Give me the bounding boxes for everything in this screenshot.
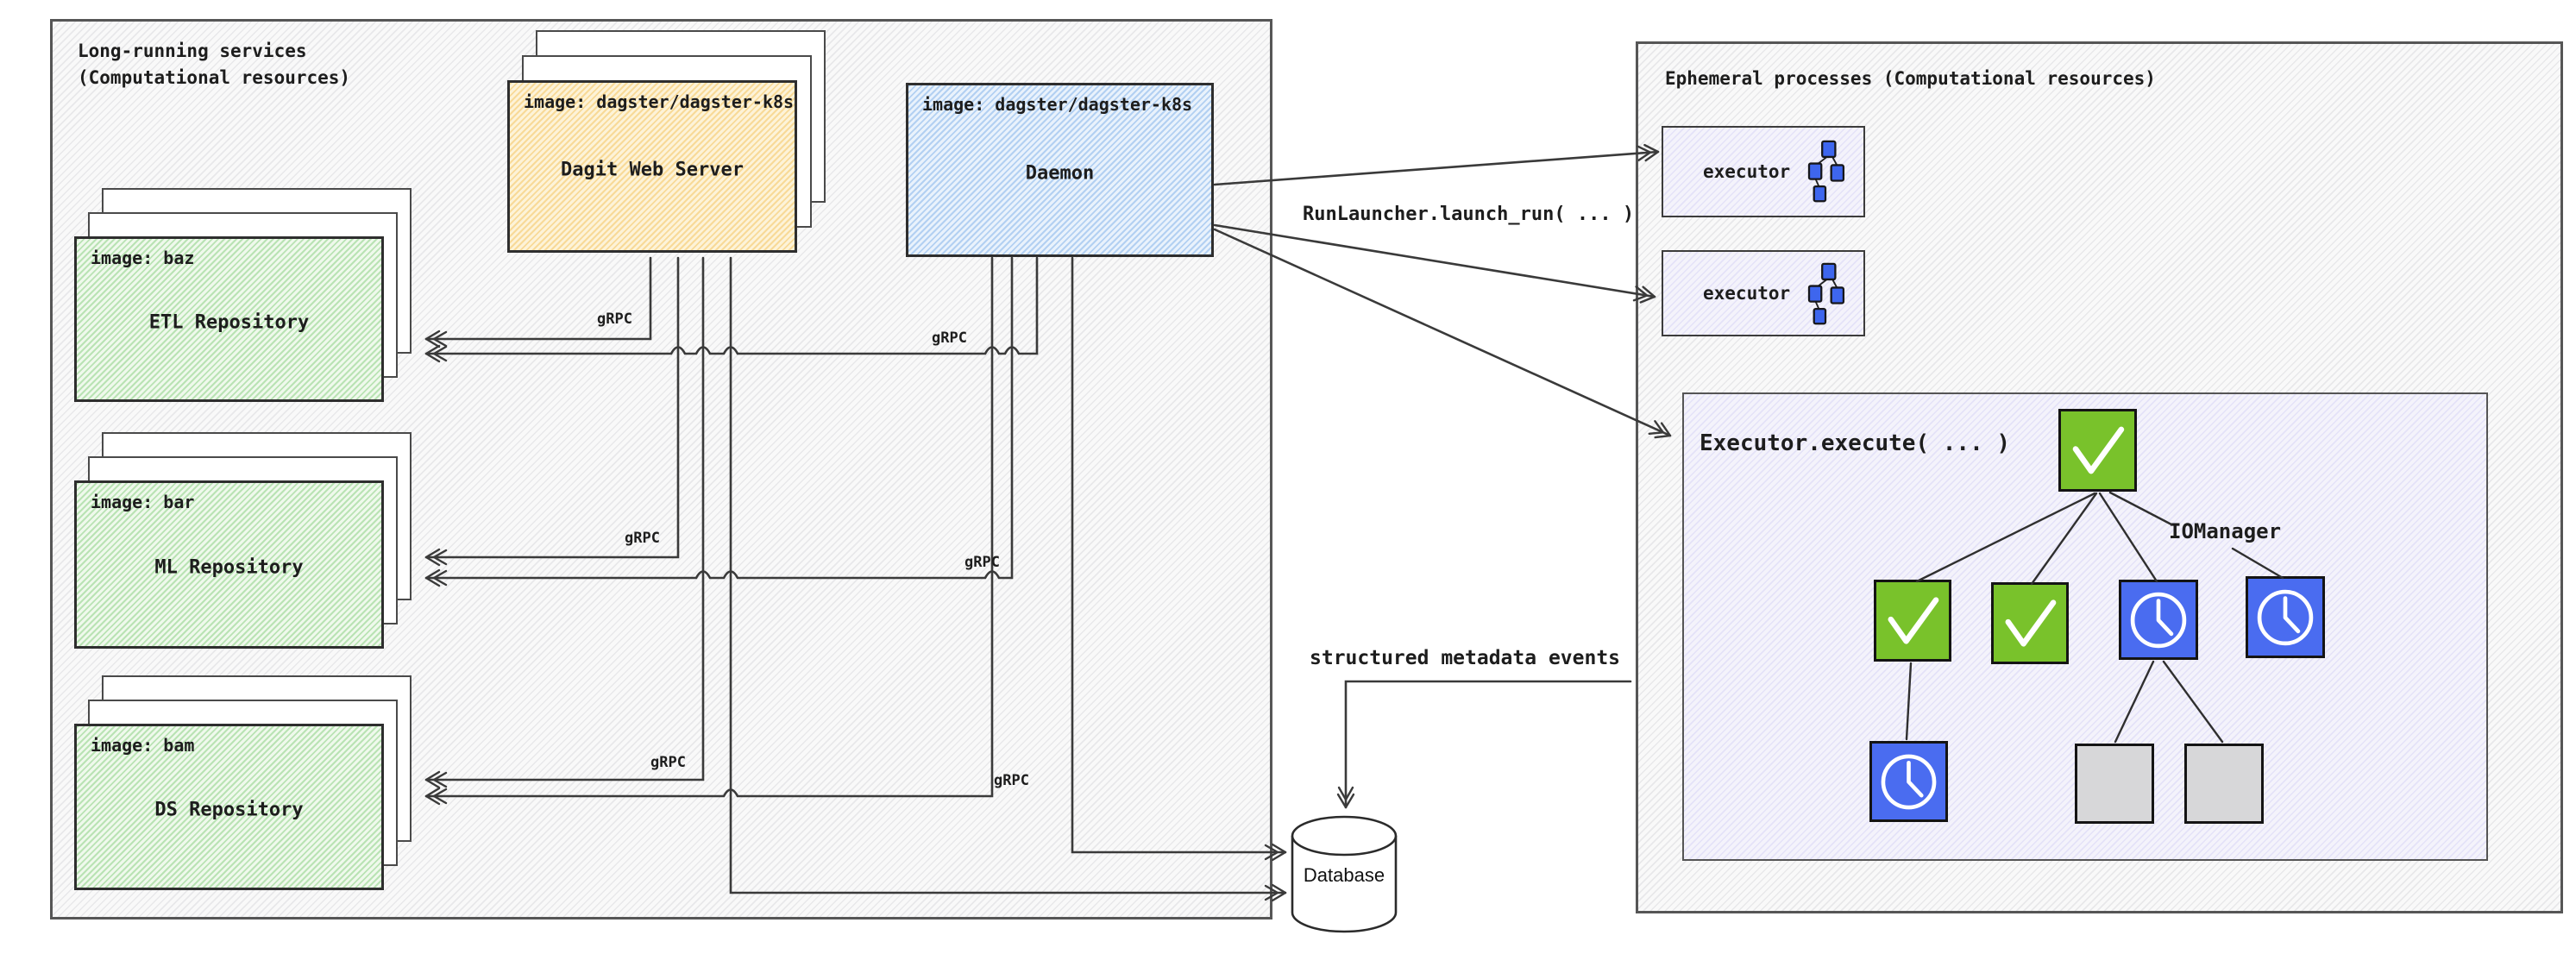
metadata-events-label: structured metadata events: [1310, 647, 1621, 669]
grpc-label-daemon-etl: gRPC: [932, 330, 967, 347]
task-node-idle: [2075, 744, 2154, 824]
task-node-success: [2058, 409, 2137, 492]
task-node-success: [1991, 582, 2069, 664]
daemon-image-label: image: dagster/dagster-k8s: [922, 94, 1193, 115]
right-panel-title: Ephemeral processes (Computational resou…: [1665, 68, 2156, 89]
grpc-label-daemon-ds: gRPC: [994, 772, 1029, 789]
ml-title: ML Repository: [154, 556, 304, 579]
clock-icon: [2130, 592, 2187, 649]
check-icon: [2072, 426, 2125, 474]
daemon-title: Daemon: [1025, 162, 1095, 185]
wire-daemon-executor1: [1213, 143, 1660, 186]
task-node-pending: [2119, 580, 2198, 660]
dagit-web-server-card: image: dagster/dagster-k8s Dagit Web Ser…: [507, 80, 797, 253]
executor-box-1: executor: [1662, 126, 1865, 217]
run-launcher-label: RunLauncher.launch_run( ... ): [1303, 204, 1635, 225]
grpc-label-dagit-ds: gRPC: [650, 754, 686, 771]
etl-title: ETL Repository: [148, 311, 310, 334]
dagit-image-label: image: dagster/dagster-k8s: [524, 91, 795, 112]
ds-image-label: image: bam: [91, 735, 195, 756]
wire-metadata-database: [1336, 680, 1632, 809]
task-node-pending: [2246, 576, 2325, 658]
left-panel-title-line2: (Computational resources): [78, 67, 351, 88]
database-label: Database: [1303, 864, 1385, 886]
wire-daemon-executor2: [1213, 223, 1656, 304]
wire-daemon-execute-box: [1213, 228, 1672, 439]
dagit-title: Dagit Web Server: [561, 159, 744, 181]
left-panel-title-line1: Long-running services: [78, 41, 307, 61]
dag-icon: [1807, 140, 1845, 203]
executor-execute-title: Executor.execute( ... ): [1700, 430, 2011, 456]
clock-icon: [1881, 754, 1937, 810]
grpc-label-dagit-etl: gRPC: [597, 311, 632, 328]
grpc-label-daemon-ml: gRPC: [964, 554, 1000, 571]
task-node-idle: [2184, 744, 2264, 824]
clock-icon: [2257, 589, 2314, 646]
etl-repository-card: image: baz ETL Repository: [74, 236, 384, 402]
ml-image-label: image: bar: [91, 492, 195, 512]
ds-title: DS Repository: [154, 799, 304, 821]
iomanager-label: IOManager: [2169, 519, 2282, 543]
check-icon: [1888, 597, 1939, 644]
etl-image-label: image: baz: [91, 248, 195, 268]
executor-2-label: executor: [1703, 283, 1791, 304]
executor-box-2: executor: [1662, 250, 1865, 336]
executor-1-label: executor: [1703, 161, 1791, 182]
dag-icon: [1807, 262, 1845, 325]
ml-repository-card: image: bar ML Repository: [74, 480, 384, 649]
task-node-success: [1874, 580, 1951, 662]
task-node-pending: [1869, 741, 1948, 822]
grpc-label-dagit-ml: gRPC: [625, 530, 660, 547]
ds-repository-card: image: bam DS Repository: [74, 724, 384, 890]
check-icon: [2005, 599, 2057, 647]
daemon-card: image: dagster/dagster-k8s Daemon: [906, 83, 1214, 257]
